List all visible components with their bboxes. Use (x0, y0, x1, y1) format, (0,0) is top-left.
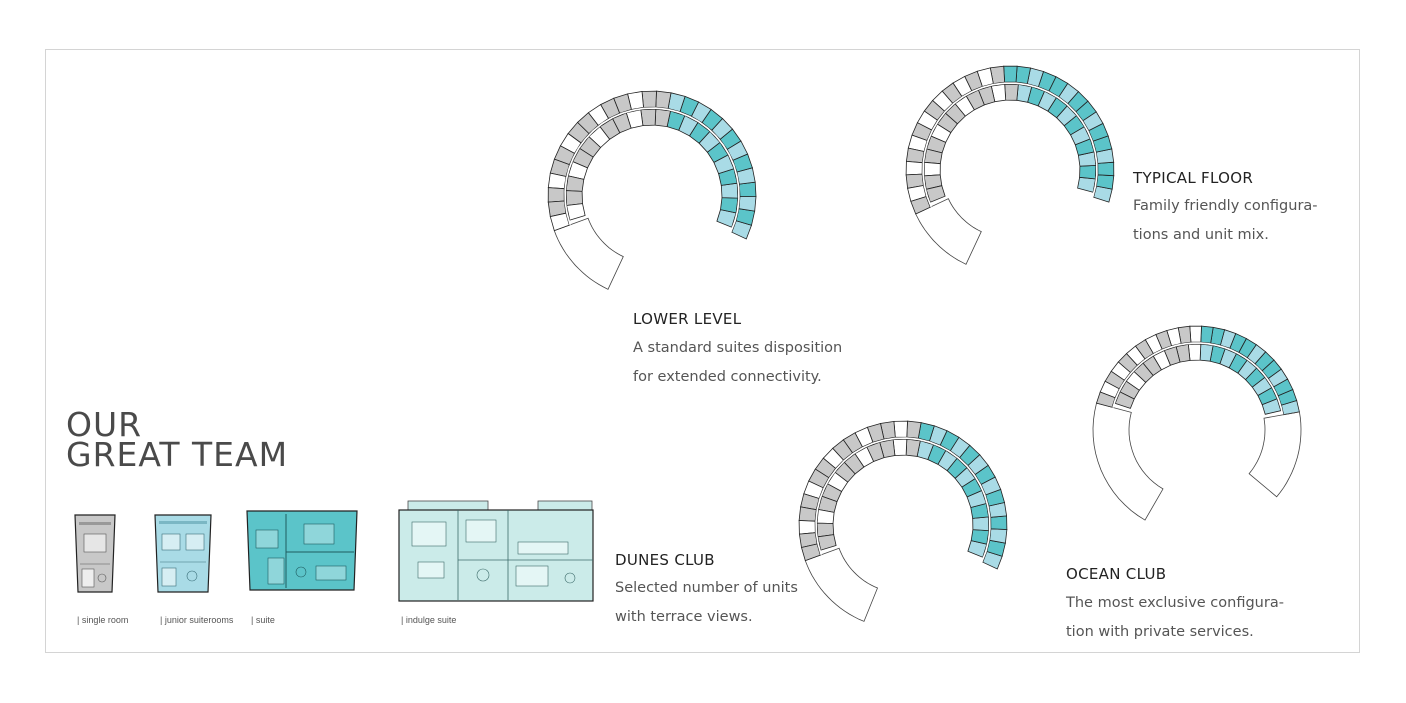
corridor-line (564, 107, 740, 233)
unit-inner (972, 516, 990, 532)
unit-outer (1096, 174, 1115, 190)
unit-outer (800, 543, 821, 562)
lower-level-description: A standard suites disposition for extend… (633, 334, 842, 391)
unit-inner (1114, 391, 1135, 409)
open-wing-outline (553, 217, 624, 290)
unit-outer (738, 195, 757, 212)
title-line-2: GREAT TEAM (66, 435, 289, 474)
junior-suite-caption: | junior suiterooms (160, 615, 234, 625)
open-wing-outline (1092, 402, 1164, 521)
corridor-line (815, 437, 991, 563)
unit-outer (798, 520, 816, 535)
unit-inner (640, 108, 657, 127)
open-wing-outline (915, 198, 982, 265)
single-room-plan (74, 514, 116, 593)
corridor-line (1112, 342, 1284, 416)
unit-outer (738, 181, 757, 198)
indulge-suite-plan (398, 500, 594, 602)
page-frame (45, 49, 1360, 653)
description-line: tion with private services. (1066, 623, 1254, 640)
unit-outer (1189, 325, 1202, 343)
unit-outer (1003, 65, 1018, 83)
description-line: for extended connectivity. (633, 368, 822, 385)
unit-inner (566, 203, 586, 221)
unit-outer (641, 90, 657, 108)
open-wing-outline (1248, 411, 1302, 498)
unit-outer (547, 187, 565, 203)
title-line-1: OUR (66, 405, 143, 444)
suite-plan (246, 510, 358, 591)
single-room-caption: | single room (77, 615, 129, 625)
suite-caption: | suite (251, 615, 275, 625)
typical-floor-heading: TYPICAL FLOOR (1133, 169, 1254, 187)
description-line: The most exclusive configura- (1066, 595, 1284, 611)
description-line: tions and unit mix. (1133, 226, 1269, 243)
unit-inner (816, 509, 835, 524)
page-title: OUR GREAT TEAM (66, 405, 289, 474)
description-line: Family friendly configura- (1133, 198, 1318, 214)
indulge-suite-caption: | indulge suite (401, 615, 457, 625)
dunes-club-heading: DUNES CLUB (615, 551, 715, 569)
unit-outer (1095, 391, 1116, 408)
unit-outer (989, 528, 1008, 544)
unit-outer (655, 90, 672, 109)
unit-inner (1079, 164, 1097, 180)
unit-outer (893, 420, 908, 438)
description-line: with terrace views. (615, 608, 753, 625)
unit-inner (1077, 176, 1096, 193)
ocean-club-heading: OCEAN CLUB (1066, 565, 1167, 583)
unit-outer (798, 506, 817, 522)
description-line: Selected number of units (615, 580, 798, 596)
lower-level-floor-plan (547, 90, 757, 290)
ocean-club-floor-plan (1092, 325, 1302, 521)
unit-outer (910, 196, 931, 215)
unit-inner (923, 161, 941, 177)
description-line: A standard suites disposition (633, 340, 843, 356)
unit-inner (565, 190, 583, 206)
unit-outer (1097, 161, 1115, 177)
unit-outer (906, 420, 922, 439)
open-wing-outline (804, 547, 879, 622)
unit-outer (1200, 325, 1214, 344)
dunes-club-floor-plan (798, 420, 1008, 622)
unit-inner (1187, 343, 1202, 361)
dunes-club-description: Selected number of units with terrace vi… (615, 574, 798, 631)
typical-floor-description: Family friendly configura- tions and uni… (1133, 192, 1318, 249)
corridor-line (922, 82, 1098, 208)
unit-outer (549, 212, 570, 232)
unit-outer (990, 515, 1008, 530)
lower-level-heading: LOWER LEVEL (633, 310, 742, 328)
junior-suite-plan (154, 514, 212, 593)
unit-inner (925, 185, 946, 203)
ocean-club-description: The most exclusive configura- tion with … (1066, 589, 1284, 646)
unit-inner (892, 438, 908, 456)
unit-outer (905, 160, 923, 176)
typical-floor-plan (905, 65, 1115, 265)
unit-inner (1004, 83, 1019, 101)
unit-inner (817, 534, 837, 551)
